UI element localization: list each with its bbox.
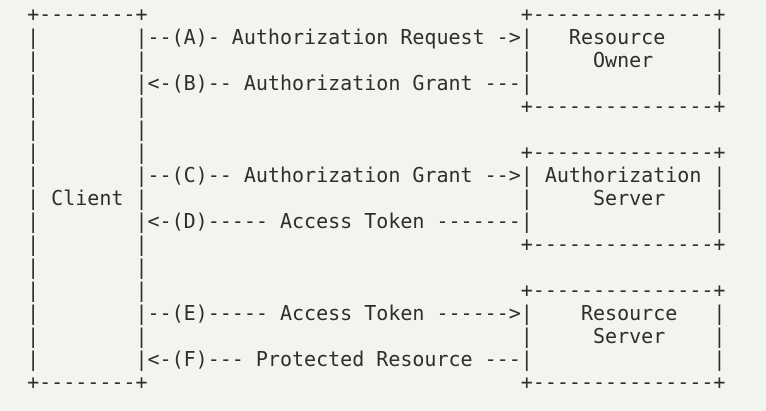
ascii-line-client-side: | | xyxy=(3,117,148,141)
ascii-line-flow-f: | |<-(F)--- Protected Resource ---| | xyxy=(3,347,726,371)
ascii-line-resource-server-label: | | | Server | xyxy=(3,324,726,348)
ascii-line-resource-owner-label: | | | Owner | xyxy=(3,48,726,72)
ascii-line-resource-server-top: | | +---------------+ xyxy=(3,278,726,302)
ascii-line-auth-server-top: | | +---------------+ xyxy=(3,140,726,164)
ascii-line-client-and-server-labels: | Client | | Server | xyxy=(3,186,726,210)
ascii-line-boxes-bottom: +--------+ +---------------+ xyxy=(3,370,726,394)
ascii-line-client-side-2: | | xyxy=(3,255,148,279)
ascii-line-flow-b: | |<-(B)-- Authorization Grant ---| | xyxy=(3,71,726,95)
ascii-line-resource-owner-bottom: | | +---------------+ xyxy=(3,94,726,118)
ascii-line-boxes-top: +--------+ +---------------+ xyxy=(3,2,726,26)
ascii-line-flow-c: | |--(C)-- Authorization Grant -->| Auth… xyxy=(3,163,726,187)
ascii-line-auth-server-bottom: | | +---------------+ xyxy=(3,232,726,256)
ascii-line-flow-a: | |--(A)- Authorization Request ->| Reso… xyxy=(3,25,726,49)
ascii-line-flow-d: | |<-(D)----- Access Token -------| | xyxy=(3,209,726,233)
ascii-line-flow-e: | |--(E)----- Access Token ------>| Reso… xyxy=(3,301,726,325)
